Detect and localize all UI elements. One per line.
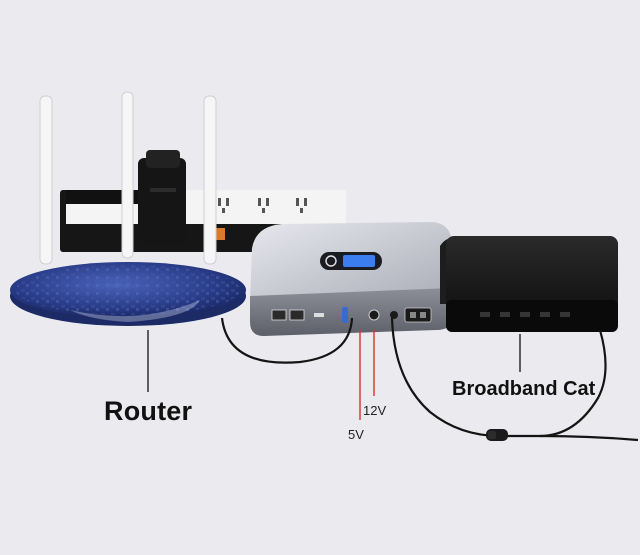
- router-label: Router: [104, 396, 192, 427]
- power-adapter: [138, 150, 186, 244]
- voltage-5v-label: 5V: [348, 427, 364, 442]
- broadband-label: Broadband Cat: [452, 378, 595, 401]
- voltage-12v-label: 12V: [363, 403, 386, 418]
- modem-device: [440, 236, 618, 332]
- router-device: [10, 262, 246, 326]
